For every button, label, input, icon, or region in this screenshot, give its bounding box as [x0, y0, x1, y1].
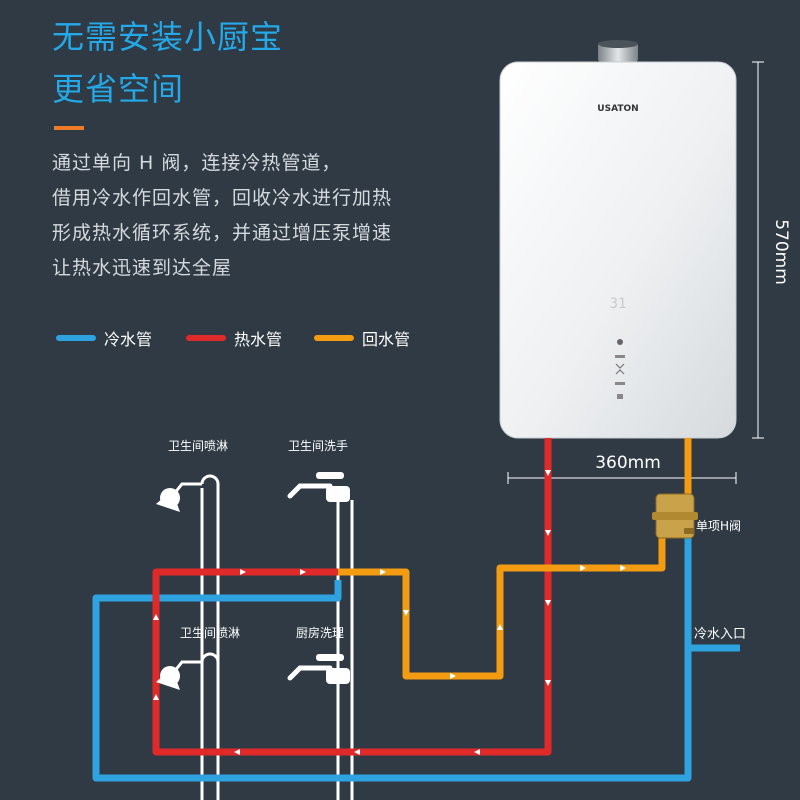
shower-pipe-bend — [200, 474, 220, 485]
legend-item-cold: 冷水管 — [56, 326, 152, 350]
hot-water-pipe — [152, 438, 552, 756]
fixture-label-bath-shower-bottom: 卫生间喷淋 — [180, 626, 240, 640]
dimension-width-label: 360mm — [595, 453, 661, 473]
hot-flow-arrows — [153, 470, 551, 755]
shower-pipe-bend — [200, 652, 220, 663]
accent-bar — [54, 126, 84, 130]
h-valve-crossbar — [652, 512, 698, 520]
flow-arrow-icon — [240, 569, 246, 575]
flow-arrow-icon — [300, 569, 306, 575]
legend-swatch-return — [314, 335, 354, 341]
faucet-icon — [287, 654, 350, 684]
legend-item-hot: 热水管 — [186, 326, 282, 350]
flow-arrow-icon — [545, 470, 551, 476]
description-line: 让热水迅速到达全屋 — [52, 257, 233, 279]
legend-label-cold: 冷水管 — [104, 330, 153, 349]
shower-head-icon — [156, 660, 202, 690]
return-flow-arrows — [380, 565, 626, 679]
shower-head-icon — [156, 482, 202, 512]
legend-swatch-hot — [186, 335, 226, 341]
flow-arrow-icon — [153, 694, 159, 700]
power-icon — [617, 339, 623, 345]
water-heater-body — [499, 61, 737, 439]
description-line: 借用冷水作回水管，回收冷水进行加热 — [52, 187, 393, 209]
flow-arrow-icon — [497, 624, 503, 630]
flow-arrow-icon — [474, 749, 480, 755]
description-line: 形成热水循环系统，并通过增压泵增速 — [52, 222, 393, 244]
flow-arrow-icon — [380, 569, 386, 575]
legend-label-return: 回水管 — [362, 330, 411, 349]
flow-arrow-icon — [234, 749, 240, 755]
dimension-height-label: 570mm — [771, 219, 791, 285]
legend-item-return: 回水管 — [314, 326, 410, 350]
control-button-icon — [615, 355, 625, 358]
flow-arrow-icon — [403, 610, 409, 616]
legend-swatch-cold — [56, 335, 96, 341]
flow-arrow-icon — [545, 530, 551, 536]
return-water-pipe — [338, 438, 692, 680]
h-valve — [652, 493, 698, 539]
heater-flue-opening — [598, 40, 638, 48]
flow-arrow-icon — [620, 565, 626, 571]
valve-label: 单项H阀 — [696, 519, 741, 533]
heater-brand: USATON — [597, 104, 638, 114]
flow-arrow-icon — [580, 565, 586, 571]
cold-water-pipe — [92, 500, 740, 782]
fixture-label-kitchen-sink: 厨房洗理 — [296, 625, 344, 640]
fixture-label-bath-sink: 卫生间洗手 — [288, 439, 348, 453]
cold-inlet-label: 冷水入口 — [694, 627, 746, 642]
legend-label-hot: 热水管 — [234, 330, 283, 349]
flow-arrow-icon — [450, 673, 456, 679]
flow-arrow-icon — [153, 614, 159, 620]
headline-line-2: 更省空间 — [52, 70, 185, 108]
description-line: 通过单向 H 阀，连接冷热管道， — [52, 152, 342, 174]
flow-arrow-icon — [545, 600, 551, 606]
chevron-down-icon — [615, 363, 625, 369]
h-valve-knob — [684, 528, 694, 534]
chevron-up-icon — [615, 369, 625, 375]
flow-arrow-icon — [545, 680, 551, 686]
heater-display: 31 — [610, 296, 627, 312]
headline-line-1: 无需安装小厨宝 — [52, 18, 284, 56]
flow-arrow-icon — [354, 749, 360, 755]
fixture-label-bath-shower-top: 卫生间喷淋 — [168, 439, 228, 453]
control-button-icon — [615, 382, 625, 385]
control-button-icon — [617, 394, 623, 399]
faucet-icon — [287, 472, 350, 502]
